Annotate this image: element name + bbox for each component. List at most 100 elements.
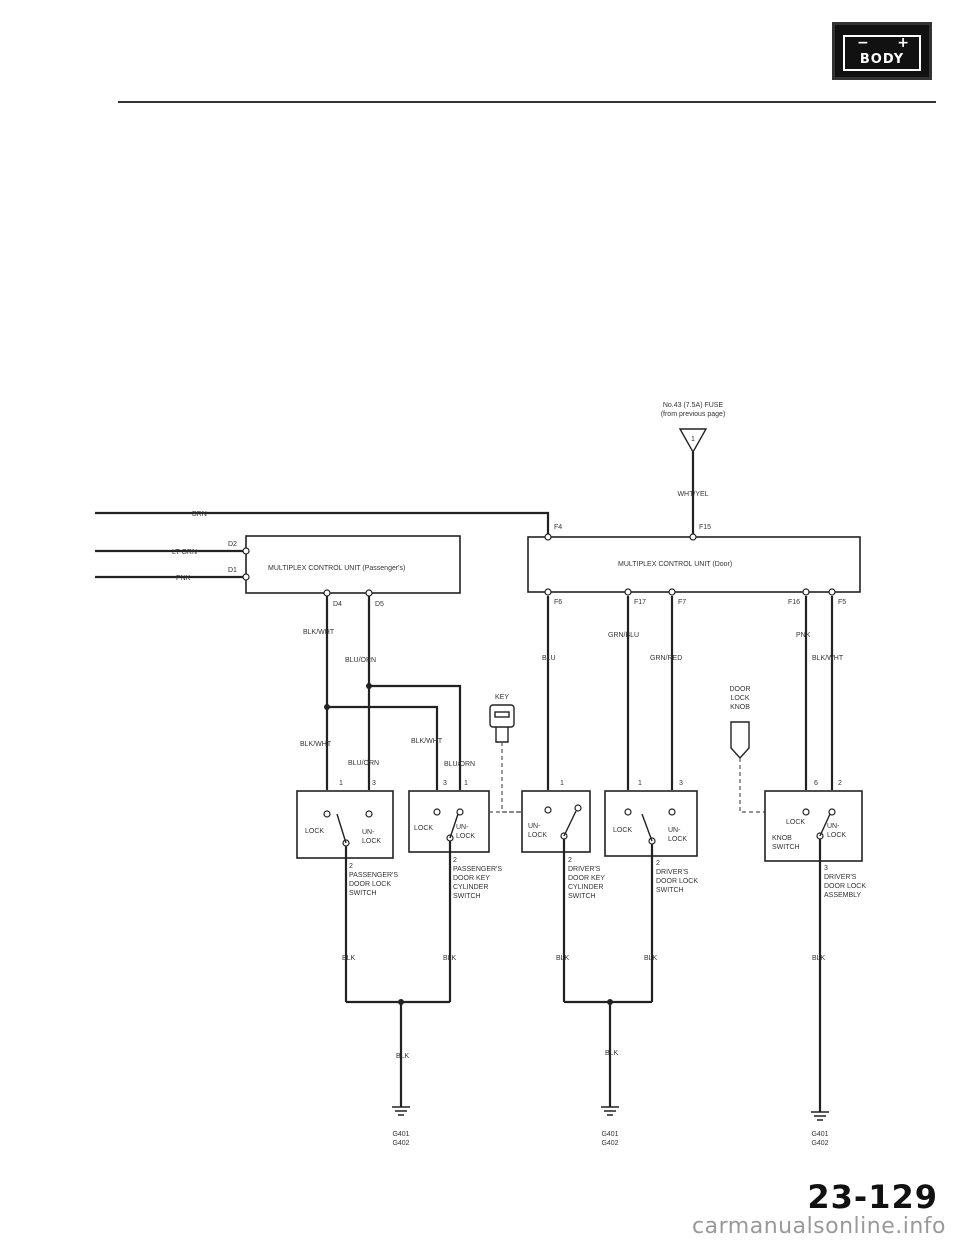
key-link (501, 742, 522, 813)
badge-minus: − (857, 35, 869, 51)
pass-key-lock-label: LOCK (414, 825, 433, 832)
drv-key-lock-label: LOCK (528, 832, 547, 839)
wire-label-pnk-left: PNK (176, 575, 191, 582)
fuse-label-line1: No.43 (7.5A) FUSE (663, 402, 724, 409)
pass-lock-lock-label: LOCK (305, 828, 324, 835)
pass-lock-pin2: 2 (349, 863, 353, 870)
pin-d5: D5 (375, 601, 384, 608)
assy-name-1: DRIVER'S (824, 874, 857, 881)
ground-left-1: G401 (392, 1131, 409, 1138)
drv-lock-un-label: UN- (668, 827, 681, 834)
pass-key-lock2-label: LOCK (456, 833, 475, 840)
mcu-door-label: MULTIPLEX CONTROL UNIT (Door) (618, 561, 732, 568)
knob-label-1: DOOR (730, 686, 751, 693)
assy-lock-label: LOCK (786, 819, 805, 826)
knob-label-3: KNOB (730, 704, 750, 711)
wire-blu-orn-cross (369, 684, 462, 790)
ground-middle-2: G402 (601, 1140, 618, 1147)
body-battery-badge: − + BODY (832, 22, 932, 80)
svg-text:1: 1 (691, 436, 695, 443)
drv-lock-lock2-label: LOCK (668, 836, 687, 843)
wire-label-blu: BLU (542, 655, 556, 662)
page-number: 23-129 (807, 1178, 938, 1216)
door-lock-knob-icon (730, 721, 750, 760)
pass-key-pin2: 2 (453, 857, 457, 864)
pin-f6: F6 (554, 599, 562, 606)
drv-lock-pin3: 3 (679, 780, 683, 787)
wire-label-grn-red: GRN/RED (650, 655, 682, 662)
drv-lock-pin2: 2 (656, 860, 660, 867)
wire-label-blk-wht-2: BLK/WHT (300, 741, 332, 748)
pin-f7: F7 (678, 599, 686, 606)
pin-d1: D1 (228, 567, 237, 574)
ground-right-1: G401 (811, 1131, 828, 1138)
wire-label-blk-7: BLK (605, 1050, 619, 1057)
pass-key-pin1: 1 (464, 780, 468, 787)
wire-label-blk-1: BLK (342, 955, 356, 962)
fuse-label-line2: (from previous page) (661, 411, 726, 418)
drv-lock-pin1: 1 (638, 780, 642, 787)
wire-label-blu-orn-3: BLU/ORN (444, 761, 475, 768)
wire-label-blk-wht-right: BLK/WHT (812, 655, 844, 662)
fuse-symbol: 1 (678, 428, 708, 454)
pin-f15: F15 (699, 524, 711, 531)
pass-lock-name-1: PASSENGER'S (349, 872, 398, 879)
battery-icon: − + BODY (843, 35, 921, 71)
pin-f5: F5 (838, 599, 846, 606)
key-icon (489, 704, 515, 743)
drv-key-name-3: CYLINDER (568, 884, 603, 891)
mcu-passenger-box (245, 535, 461, 594)
footer-watermark[interactable]: carmanualsonline.info (692, 1214, 946, 1239)
pin-f17: F17 (634, 599, 646, 606)
pass-key-name-4: SWITCH (453, 893, 481, 900)
ground-right-icon (811, 1111, 829, 1121)
drv-lock-name-1: DRIVER'S (656, 869, 689, 876)
pass-key-un-label: UN- (456, 824, 469, 831)
pass-lock-un-label: UN- (362, 829, 375, 836)
pin-f16: F16 (788, 599, 800, 606)
ground-left-icon (392, 1106, 410, 1116)
pass-lock-pin1: 1 (339, 780, 343, 787)
wire-label-lt-grn: LT GRN (172, 549, 197, 556)
badge-text: BODY (859, 52, 905, 67)
drv-lock-name-2: DOOR LOCK (656, 878, 698, 885)
wire-label-blk-wht-1: BLK/WHT (303, 629, 335, 636)
pin-f4: F4 (554, 524, 562, 531)
wire-label-blk-5: BLK (812, 955, 826, 962)
ground-right-2: G402 (811, 1140, 828, 1147)
wire-label-blk-6: BLK (396, 1053, 410, 1060)
drv-lock-lock-label: LOCK (613, 827, 632, 834)
wire-label-blk-wht-3: BLK/WHT (411, 738, 443, 745)
drv-key-name-2: DOOR KEY (568, 875, 605, 882)
assy-name-2: DOOR LOCK (824, 883, 866, 890)
drv-key-un-label: UN- (528, 823, 541, 830)
wire-brn (95, 511, 550, 537)
drv-key-cylinder-box (521, 790, 591, 853)
drv-key-pin1: 1 (560, 780, 564, 787)
drv-key-name-4: SWITCH (568, 893, 596, 900)
wire-blk-wht-cross (327, 705, 439, 790)
wire-label-pnk-right: PNK (796, 632, 811, 639)
knob-switch-label-1: KNOB (772, 835, 792, 842)
mcu-door-box (527, 536, 861, 593)
assy-lock2-label: LOCK (827, 832, 846, 839)
assy-pin2: 2 (838, 780, 842, 787)
wire-label-blk-3: BLK (556, 955, 570, 962)
wire-label-blu-orn-1: BLU/ORN (345, 657, 376, 664)
knob-label-2: LOCK (730, 695, 749, 702)
wire-label-wht-yel: WHT/YEL (677, 491, 708, 498)
pass-key-name-1: PASSENGER'S (453, 866, 502, 873)
pass-key-name-2: DOOR KEY (453, 875, 490, 882)
drv-lock-assembly-box (764, 790, 863, 862)
pin-d4: D4 (333, 601, 342, 608)
wire-label-blu-orn-2: BLU/ORN (348, 760, 379, 767)
pass-lock-pin3: 3 (372, 780, 376, 787)
drv-lock-name-3: SWITCH (656, 887, 684, 894)
key-label: KEY (495, 694, 509, 701)
pass-lock-lock2-label: LOCK (362, 838, 381, 845)
ground-middle-1: G401 (601, 1131, 618, 1138)
pass-key-name-3: CYLINDER (453, 884, 488, 891)
knob-switch-label-2: SWITCH (772, 844, 800, 851)
assy-name-3: ASSEMBLY (824, 892, 862, 899)
header-rule (118, 101, 936, 103)
